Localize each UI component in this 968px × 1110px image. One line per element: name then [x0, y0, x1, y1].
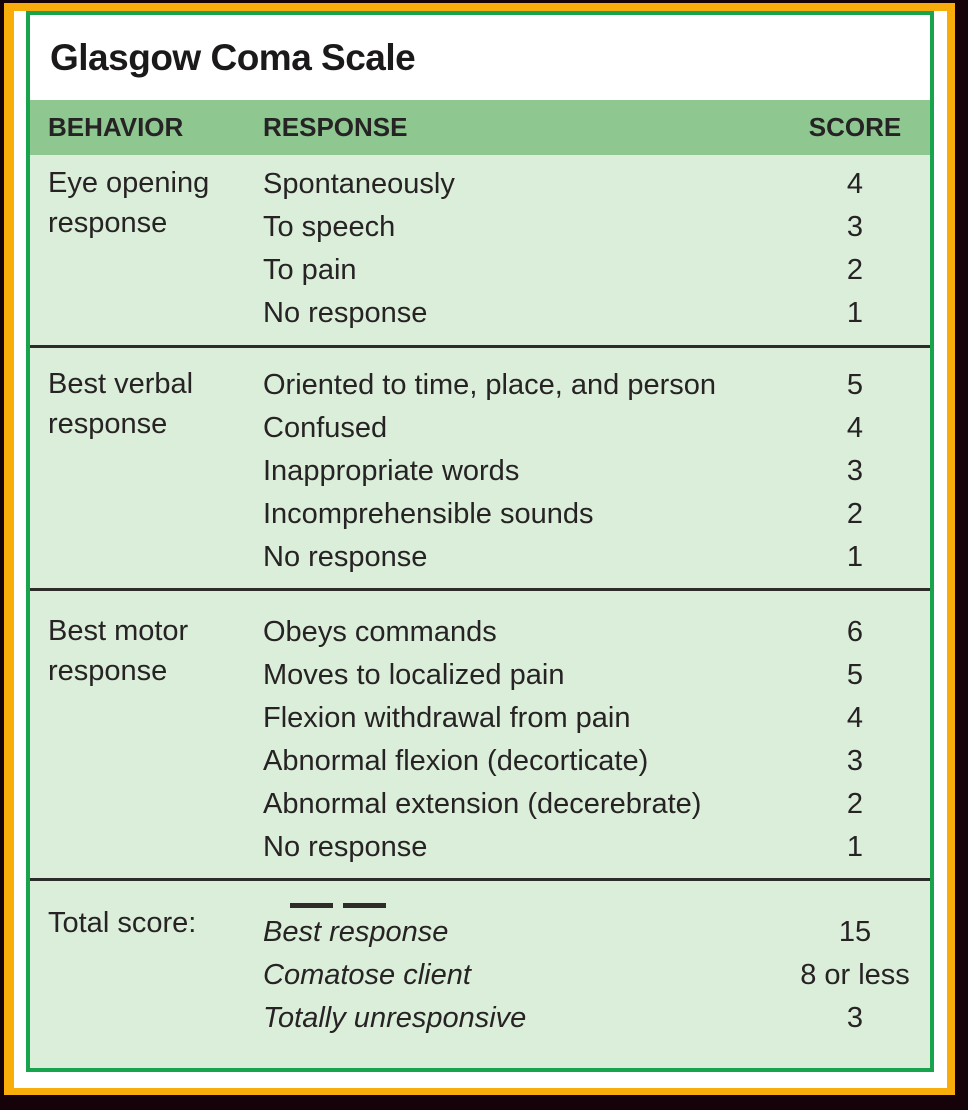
score-cell: 3: [846, 211, 864, 243]
table-row: No response 1: [263, 536, 930, 579]
response-cell: Flexion withdrawal from pain: [263, 702, 631, 734]
score-cell: 4: [846, 412, 864, 444]
table-row: Confused 4: [263, 407, 930, 450]
response-cell: Obeys commands: [263, 616, 497, 648]
table-row: Comatose client 8 or less: [263, 954, 930, 997]
score-cell: 4: [846, 702, 864, 734]
table-row: Moves to localized pain 5: [263, 654, 930, 697]
page-title: Glasgow Coma Scale: [50, 36, 416, 78]
section-best-verbal: Best verbal response Oriented to time, p…: [30, 348, 930, 588]
table-header-row: BEHAVIOR RESPONSE SCORE: [30, 100, 930, 155]
score-cell: 1: [846, 541, 864, 573]
response-cell: Abnormal flexion (decorticate): [263, 745, 649, 777]
score-cell: 1: [846, 831, 864, 863]
table-row: No response 1: [263, 826, 930, 869]
section-divider: [30, 588, 930, 591]
table-row: Abnormal flexion (decorticate) 3: [263, 740, 930, 783]
response-cell: Totally unresponsive: [263, 1002, 527, 1034]
score-cell: 6: [846, 616, 864, 648]
score-overline-row: [263, 903, 930, 911]
score-cell: 4: [846, 168, 864, 200]
table-row: No response 1: [263, 292, 930, 335]
response-cell: Spontaneously: [263, 168, 455, 200]
response-cell: Oriented to time, place, and person: [263, 369, 716, 401]
response-cell: Comatose client: [263, 959, 471, 991]
table-row: Oriented to time, place, and person 5: [263, 364, 930, 407]
response-cell: To pain: [263, 254, 357, 286]
table-row: To speech 3: [263, 206, 930, 249]
score-cell: 5: [846, 369, 864, 401]
score-cell: 15: [838, 916, 872, 948]
score-cell: 3: [846, 745, 864, 777]
column-header-score: SCORE: [808, 112, 902, 142]
title-area: Glasgow Coma Scale: [30, 15, 930, 100]
response-cell: No response: [263, 297, 428, 329]
score-cell: 1: [846, 297, 864, 329]
section-rows: Obeys commands 6 Moves to localized pain…: [263, 611, 930, 869]
section-rows: Spontaneously 4 To speech 3 To pain 2 No…: [263, 163, 930, 335]
score-overline: [263, 903, 413, 911]
section-divider: [30, 878, 930, 881]
behavior-label: Eye opening response: [48, 167, 210, 239]
glasgow-coma-scale-table: Glasgow Coma Scale BEHAVIOR RESPONSE SCO…: [26, 11, 934, 1072]
response-cell: Incomprehensible sounds: [263, 498, 594, 530]
score-cell: 5: [846, 659, 864, 691]
score-cell: 2: [846, 498, 864, 530]
table-body: Eye opening response Spontaneously 4 To …: [30, 155, 930, 1068]
score-cell: 3: [846, 455, 864, 487]
section-total-score: Total score: Best response 15 Comatose c…: [30, 881, 930, 1068]
score-cell: 2: [846, 788, 864, 820]
response-cell: No response: [263, 541, 428, 573]
table-row: Totally unresponsive 3: [263, 997, 930, 1040]
score-overline-dash: [343, 903, 386, 908]
response-cell: To speech: [263, 211, 396, 243]
score-cell: 3: [846, 1002, 864, 1034]
section-rows: Oriented to time, place, and person 5 Co…: [263, 364, 930, 579]
column-header-response: RESPONSE: [263, 112, 408, 142]
response-cell: Best response: [263, 916, 449, 948]
behavior-label: Best verbal response: [48, 368, 194, 440]
behavior-label: Best motor response: [48, 615, 189, 687]
table-row: To pain 2: [263, 249, 930, 292]
section-rows: Best response 15 Comatose client 8 or le…: [263, 903, 930, 1041]
response-cell: Abnormal extension (decerebrate): [263, 788, 702, 820]
table-row: Abnormal extension (decerebrate) 2: [263, 783, 930, 826]
section-eye-opening: Eye opening response Spontaneously 4 To …: [30, 155, 930, 345]
total-score-label: Total score:: [48, 907, 197, 939]
response-cell: No response: [263, 831, 428, 863]
score-cell: 2: [846, 254, 864, 286]
table-row: Obeys commands 6: [263, 611, 930, 654]
table-row: Flexion withdrawal from pain 4: [263, 697, 930, 740]
response-cell: Confused: [263, 412, 388, 444]
table-row: Best response 15: [263, 911, 930, 954]
table-row: Spontaneously 4: [263, 163, 930, 206]
column-header-behavior: BEHAVIOR: [48, 112, 184, 142]
score-overline-dash: [290, 903, 333, 908]
score-cell: 8 or less: [800, 959, 910, 991]
table-row: Inappropriate words 3: [263, 450, 930, 493]
response-cell: Moves to localized pain: [263, 659, 565, 691]
section-best-motor: Best motor response Obeys commands 6 Mov…: [30, 591, 930, 878]
section-divider: [30, 345, 930, 348]
response-cell: Inappropriate words: [263, 455, 520, 487]
table-row: Incomprehensible sounds 2: [263, 493, 930, 536]
